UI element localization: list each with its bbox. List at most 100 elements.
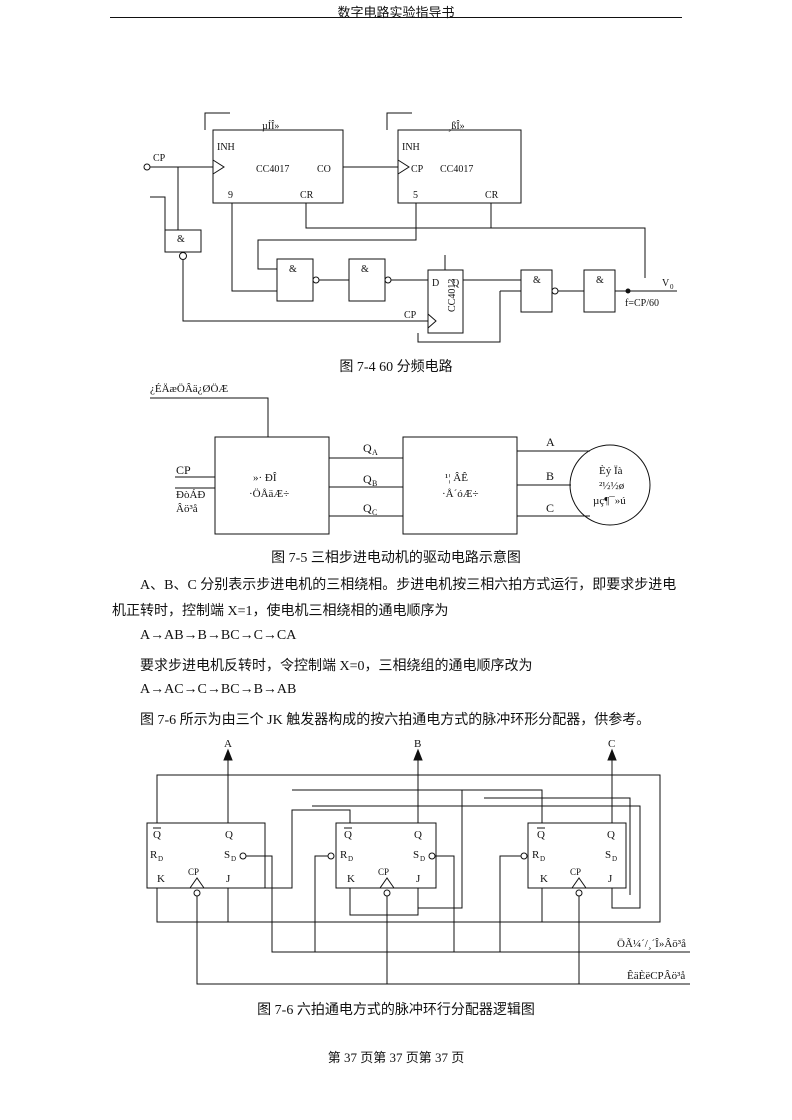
gate1-and-label: &: [177, 234, 185, 245]
chip2-pin5-label: 5: [413, 190, 418, 201]
phase-c-label: C: [546, 501, 554, 515]
chip1-name-label: CC4017: [256, 164, 289, 175]
ff2-cp: CP: [378, 867, 389, 877]
ff2-sd: S: [413, 849, 419, 861]
stepper-motor: [569, 444, 651, 526]
ff3-sd-sub: D: [612, 855, 617, 863]
sequence-reverse: A→AC→C→BC→B→AB: [140, 682, 297, 697]
output-b-label: B: [414, 738, 421, 750]
amp-box-line2: ·Å´óÆ÷: [442, 488, 479, 500]
ff1-q: Q: [225, 829, 233, 841]
chip2-cr-label: CR: [485, 190, 499, 201]
ff2-rd-sub: D: [348, 855, 353, 863]
phase-b-label: B: [546, 469, 554, 483]
ff2-sd-sub: D: [420, 855, 425, 863]
sequence-forward: A→AB→B→BC→C→CA: [140, 628, 297, 643]
paragraph-1a: A、B、C 分别表示步进电机的三相绕相。步进电机按三相六拍方式运行，即要求步进电: [140, 578, 677, 593]
ring-box-line1: »· ÐÎ: [253, 472, 277, 484]
figure-7-5: [150, 397, 651, 535]
ff-q-label: Q: [452, 278, 460, 289]
page-footer: 第 37 页第 37 页第 37 页: [327, 1050, 465, 1065]
output-freq-label: f=CP/60: [625, 298, 659, 309]
gate2-and-label: &: [289, 264, 297, 275]
ff-name-label: CC4013: [447, 279, 458, 312]
ff-cp-label: CP: [404, 310, 417, 321]
qa-subscript: A: [372, 448, 378, 457]
paragraph-2: 要求步进电机反转时，令控制端 X=0，三相绕组的通电顺序改为: [140, 659, 533, 674]
paragraph-3: 图 7-6 所示为由三个 JK 触发器构成的按六拍通电方式的脉冲环形分配器，供参…: [140, 713, 651, 728]
ff3-qbar: Q: [537, 829, 545, 841]
figure-7-5-labels: ¿ÉÄæÖÂä¿ØÖÆ CP ÐòÁÐ Âö³å »· ÐÎ ·ÖÅäÆ÷ ¹¦…: [150, 383, 626, 517]
output-a-label: A: [224, 738, 232, 750]
ff1-rd-sub: D: [158, 855, 163, 863]
output-v-label: V: [662, 278, 670, 289]
header-rule: [110, 17, 682, 18]
chip1-cr-label: CR: [300, 190, 314, 201]
chip1-pin9-label: 9: [228, 190, 233, 201]
chip2-name-label: CC4017: [440, 164, 473, 175]
figure-7-4-caption: 图 7-4 60 分频电路: [339, 360, 453, 375]
ff2-rd: R: [340, 849, 348, 861]
ff1-qbar: Q: [153, 829, 161, 841]
chip1-inh-label: INH: [217, 142, 235, 153]
ff3-q: Q: [607, 829, 615, 841]
ff1-j: J: [226, 873, 231, 885]
qb-label: Q: [363, 472, 372, 486]
ff1-pins: Q Q R D S D K J CP: [150, 829, 236, 885]
ff-d-label: D: [432, 278, 439, 289]
qa-label: Q: [363, 441, 372, 455]
control-label: ¿ÉÄæÖÂä¿ØÖÆ: [150, 383, 228, 395]
input-cp-label: CP: [153, 153, 166, 164]
ff3-rd: R: [532, 849, 540, 861]
ff3-k: K: [540, 873, 548, 885]
jk-flipflop-3: [527, 822, 627, 889]
ff1-sd-sub: D: [231, 855, 236, 863]
ff2-pins: Q Q R D S D K J CP: [340, 829, 425, 885]
ff1-cp: CP: [188, 867, 199, 877]
ff1-rd: R: [150, 849, 158, 861]
ff1-sd: S: [224, 849, 230, 861]
ff3-rd-sub: D: [540, 855, 545, 863]
set-reset-line-label: ÖÃ¼´/¸´Î»Âö³å: [617, 938, 686, 950]
motor-line1: Èý Ïà: [599, 465, 623, 477]
qc-subscript: C: [372, 508, 377, 517]
chip2-top-label: ¸ßÎ»: [448, 120, 465, 132]
chip2-cp-label: CP: [411, 164, 424, 175]
figure-7-6-labels: A B C Q Q R D S D K J CP Q Q R D S D K J…: [150, 738, 686, 982]
output-v-subscript: 0: [670, 283, 674, 291]
figure-7-6-caption: 图 7-6 六拍通电方式的脉冲环行分配器逻辑图: [257, 1003, 535, 1018]
figure-7-4: [143, 112, 677, 343]
paragraph-1b: 机正转时，控制端 X=1，使电机三相绕相的通电顺序为: [112, 604, 449, 619]
ff2-q: Q: [414, 829, 422, 841]
motor-line2: ²½½ø: [599, 480, 625, 492]
motor-line3: µç¶¯»ú: [593, 495, 626, 507]
page-header: 数字电路实验指导书: [337, 5, 455, 20]
ff2-j: J: [416, 873, 421, 885]
ff2-k: K: [347, 873, 355, 885]
gate3-and-label: &: [361, 264, 369, 275]
ff3-pins: Q Q R D S D K J CP: [532, 829, 617, 885]
clock-line-label: ÊäÈëCPÂö³å: [627, 970, 685, 982]
ff2-qbar: Q: [344, 829, 352, 841]
ff1-k: K: [157, 873, 165, 885]
gate5-and-label: &: [596, 275, 604, 286]
amp-box-line1: ¹¦ ÂÊ: [445, 472, 468, 484]
gate4-and-label: &: [533, 275, 541, 286]
seq-label-1: ÐòÁÐ: [176, 489, 205, 501]
qb-subscript: B: [372, 479, 377, 488]
chip1-co-label: CO: [317, 164, 331, 175]
ring-distributor-box: [214, 436, 330, 535]
figure-7-6: [146, 748, 690, 985]
chip2-inh-label: INH: [402, 142, 420, 153]
ff3-j: J: [608, 873, 613, 885]
ff3-cp: CP: [570, 867, 581, 877]
ff3-sd: S: [605, 849, 611, 861]
chip1-top-label: µÍÎ»: [262, 120, 279, 132]
figure-7-4-labels: µÍÎ» ¸ßÎ» INH INH CC4017 CC4017 CO CP 9 …: [153, 120, 674, 321]
output-c-label: C: [608, 738, 615, 750]
cp-input-label: CP: [176, 463, 191, 477]
ring-box-line2: ·ÖÅäÆ÷: [249, 488, 289, 500]
qc-label: Q: [363, 501, 372, 515]
phase-a-label: A: [546, 435, 555, 449]
